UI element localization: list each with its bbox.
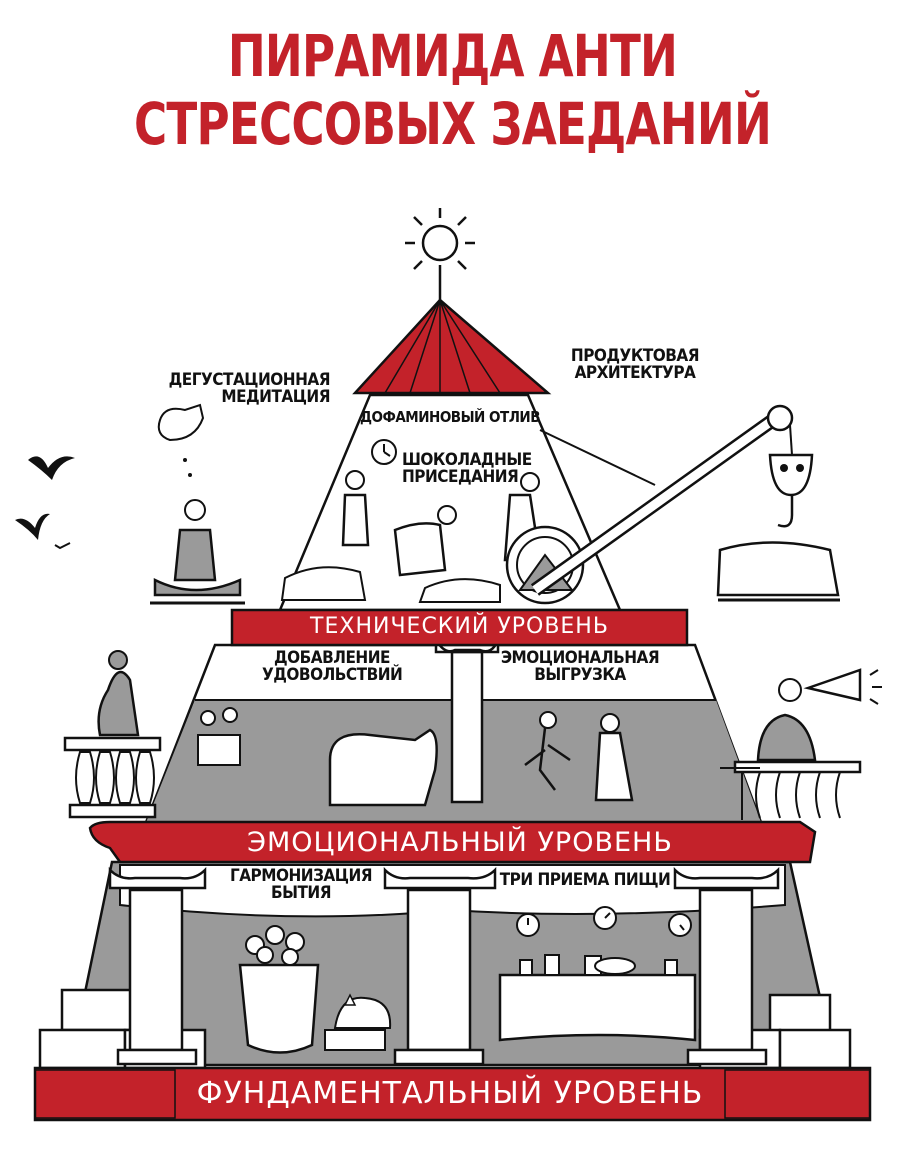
clock-icon bbox=[371, 439, 397, 465]
label-dopamine-outflow: дофаминовый отлив bbox=[359, 408, 541, 426]
label-three-meals: три приема пищи bbox=[499, 870, 671, 890]
label-tasting-meditation: дегустационная медитация bbox=[168, 370, 331, 407]
meditating-person bbox=[150, 403, 245, 605]
megaphone-icon bbox=[803, 668, 882, 705]
fundamental-level-band bbox=[33, 1066, 872, 1122]
emotional-level-structure bbox=[143, 635, 764, 827]
cat-icon bbox=[324, 993, 392, 1051]
balcony-right bbox=[733, 668, 882, 820]
technical-level-structure bbox=[278, 393, 622, 612]
label-harmonization-of-being: гармонизация бытия bbox=[229, 866, 373, 903]
bird-icon bbox=[15, 456, 75, 550]
emotional-level-title: эмоциональный уровень bbox=[247, 827, 673, 858]
clock-icon bbox=[516, 906, 692, 937]
fundamental-level-structure bbox=[38, 860, 852, 1070]
flower-icon bbox=[238, 925, 320, 1054]
label-emotional-unloading: эмоциональная выгрузка bbox=[500, 648, 660, 685]
column bbox=[108, 866, 780, 1066]
technical-level-band bbox=[230, 608, 689, 647]
fundamental-level-title: фундаментальный уровень bbox=[196, 1076, 704, 1111]
technical-level-title: технический уровень bbox=[310, 614, 609, 639]
label-adding-pleasures: добавление удовольствий bbox=[262, 648, 403, 685]
label-chocolate-squats: шоколадные приседания bbox=[402, 450, 532, 487]
roof bbox=[352, 298, 552, 395]
balcony-left bbox=[63, 650, 162, 819]
emotional-level-band bbox=[88, 820, 817, 864]
page-title: пирамида анти стрессовых заеданий bbox=[133, 22, 772, 158]
sun-icon bbox=[405, 208, 475, 300]
crane-icon bbox=[530, 404, 840, 602]
label-product-architecture: продуктовая архитектура bbox=[570, 346, 700, 383]
